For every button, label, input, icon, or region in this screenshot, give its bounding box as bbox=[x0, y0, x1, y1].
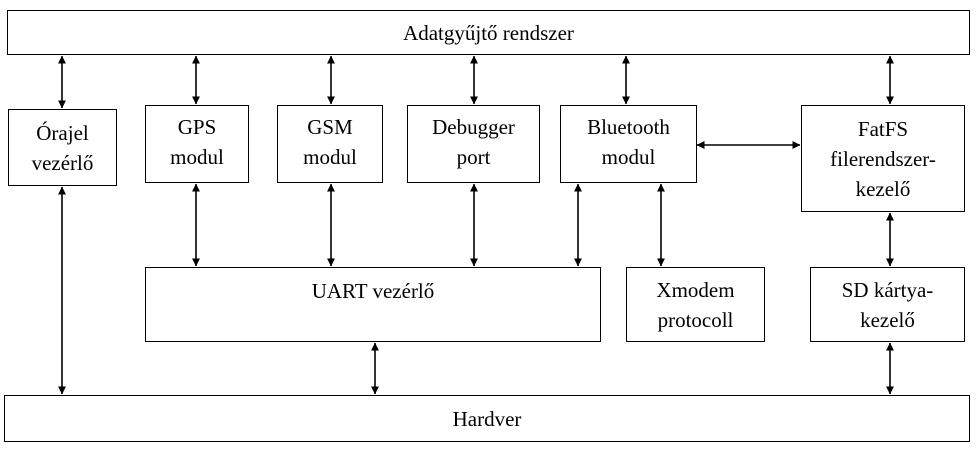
top-bar-label: Adatgyűjtő rendszer bbox=[403, 20, 574, 45]
debugger-port-box: Debugger port bbox=[407, 105, 540, 183]
gps-module-line-2: modul bbox=[170, 145, 224, 169]
gsm-module-line-1: GSM bbox=[307, 115, 353, 139]
clock-controller-box: Órajel vezérlő bbox=[8, 109, 117, 186]
clock-controller-line-1: Órajel bbox=[36, 120, 89, 145]
bottom-bar-label: Hardver bbox=[452, 406, 522, 431]
uart-controller-box: UART vezérlő bbox=[145, 267, 601, 342]
bluetooth-module-line-2: modul bbox=[601, 145, 656, 169]
bluetooth-module-line-1: Bluetooth bbox=[587, 115, 670, 139]
xmodem-protocol-line-1: Xmodem bbox=[656, 277, 735, 302]
uart-controller-label: UART vezérlő bbox=[311, 279, 435, 303]
bottom-bar-hardware: Hardver bbox=[4, 395, 970, 442]
gsm-module-line-2: modul bbox=[303, 145, 357, 169]
gps-module-box: GPS modul bbox=[145, 105, 249, 183]
fatfs-manager-line-2: filerendszer- bbox=[830, 146, 936, 171]
sd-card-manager-line-1: SD kártya- bbox=[841, 277, 934, 302]
fatfs-manager-line-1: FatFS bbox=[857, 116, 909, 141]
sd-card-manager-line-2: kezelő bbox=[860, 307, 915, 332]
bluetooth-module-box: Bluetooth modul bbox=[560, 105, 697, 183]
fatfs-manager-box: FatFS filerendszer- kezelő bbox=[801, 105, 965, 212]
xmodem-protocol-line-2: protocoll bbox=[657, 307, 734, 332]
top-bar-data-acquisition-system: Adatgyűjtő rendszer bbox=[7, 10, 970, 55]
debugger-port-line-2: port bbox=[456, 145, 491, 169]
fatfs-manager-line-3: kezelő bbox=[855, 176, 911, 201]
gps-module-line-1: GPS bbox=[177, 115, 217, 139]
debugger-port-line-1: Debugger bbox=[432, 115, 515, 139]
gsm-module-box: GSM modul bbox=[277, 105, 383, 183]
clock-controller-line-2: vezérlő bbox=[31, 150, 94, 175]
xmodem-protocol-box: Xmodem protocoll bbox=[626, 267, 765, 342]
sd-card-manager-box: SD kártya- kezelő bbox=[810, 267, 965, 342]
